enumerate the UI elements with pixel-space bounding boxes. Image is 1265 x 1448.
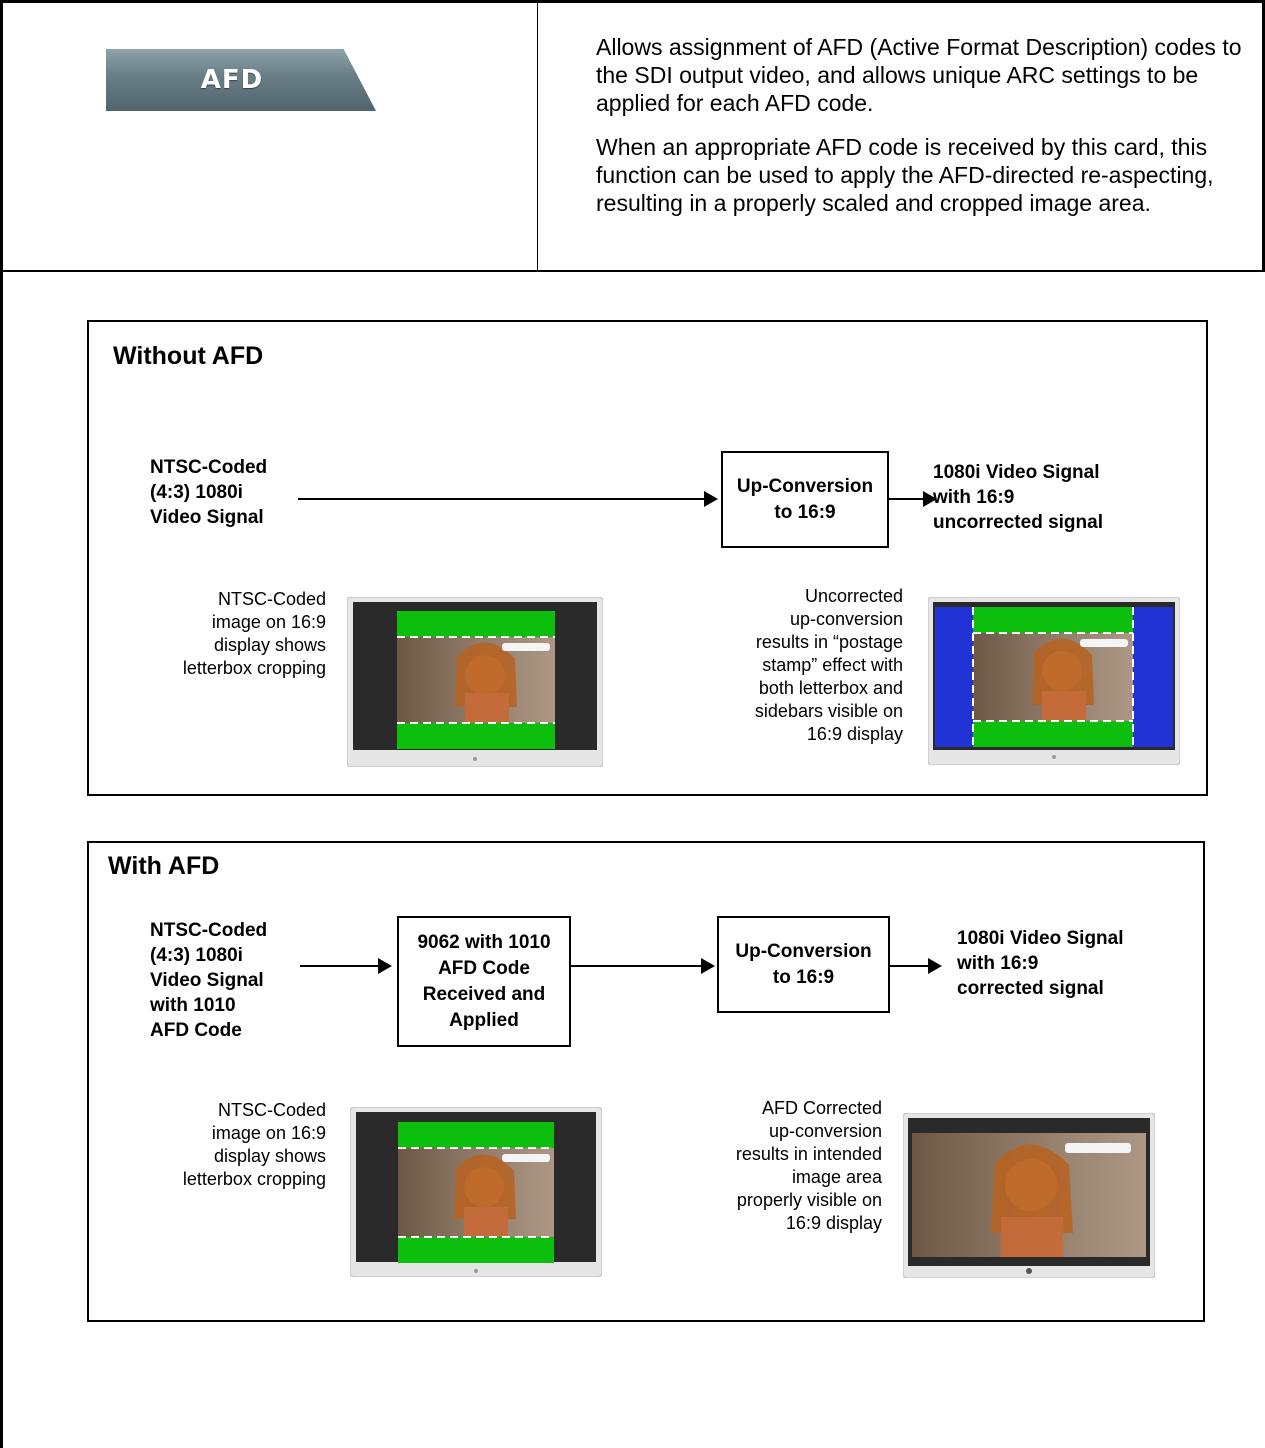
with-afd-left-caption: NTSC-Coded image on 16:9 display shows l… — [182, 1100, 326, 1189]
with-afd-arrowhead-2 — [701, 958, 715, 974]
with-afd-title: With AFD — [108, 852, 220, 880]
without-afd-left-caption: NTSC-Coded image on 16:9 display shows l… — [182, 589, 326, 678]
with-afd-arrow-1 — [300, 965, 378, 967]
frame-right-border — [1262, 0, 1265, 272]
afd-tab-label: AFD — [200, 65, 264, 95]
without-afd-arrowhead-1 — [704, 491, 718, 507]
tv-letterbox-image-1 — [347, 597, 603, 767]
function-description: Allows assignment of AFD (Active Format … — [596, 33, 1258, 233]
with-afd-arrow-3 — [890, 965, 928, 967]
with-afd-upconversion-label: Up-Conversion to 16:9 — [735, 940, 872, 988]
with-afd-output-label: 1080i Video Signal with 16:9 corrected s… — [957, 928, 1124, 999]
with-afd-card-box: 9062 with 1010 AFD Code Received and App… — [397, 916, 571, 1047]
without-afd-arrow-1 — [298, 498, 704, 500]
afd-tab-button[interactable]: AFD — [106, 49, 376, 111]
with-afd-input-label: NTSC-Coded (4:3) 1080i Video Signal with… — [150, 920, 268, 1041]
with-afd-arrowhead-3 — [928, 958, 942, 974]
frame-left-border — [0, 0, 3, 1448]
frame-top-border — [0, 0, 1265, 3]
tv-letterbox-image-2 — [350, 1107, 602, 1277]
with-afd-card-label: 9062 with 1010 AFD Code Received and App… — [417, 931, 551, 1031]
without-afd-arrow-2 — [889, 498, 923, 500]
description-paragraph-2: When an appropriate AFD code is received… — [596, 134, 1214, 216]
without-afd-output-label: 1080i Video Signal with 16:9 uncorrected… — [933, 462, 1103, 533]
tv-afd-corrected-image — [903, 1113, 1155, 1278]
without-afd-arrowhead-2 — [923, 491, 937, 507]
without-afd-input-label: NTSC-Coded (4:3) 1080i Video Signal — [150, 457, 268, 528]
with-afd-arrowhead-1 — [378, 958, 392, 974]
with-afd-right-caption: AFD Corrected up-conversion results in i… — [735, 1098, 882, 1233]
without-afd-right-caption: Uncorrected up-conversion results in “po… — [754, 586, 903, 744]
without-afd-upconversion-box: Up-Conversion to 16:9 — [721, 451, 889, 548]
description-paragraph-1: Allows assignment of AFD (Active Format … — [596, 34, 1242, 116]
with-afd-upconversion-box: Up-Conversion to 16:9 — [717, 916, 890, 1013]
frame-column-divider — [537, 0, 538, 272]
without-afd-upconversion-label: Up-Conversion to 16:9 — [736, 475, 874, 523]
without-afd-title: Without AFD — [113, 342, 264, 370]
tv-postage-stamp-image — [928, 597, 1180, 765]
frame-row-divider — [0, 270, 1265, 272]
with-afd-arrow-2 — [571, 965, 701, 967]
